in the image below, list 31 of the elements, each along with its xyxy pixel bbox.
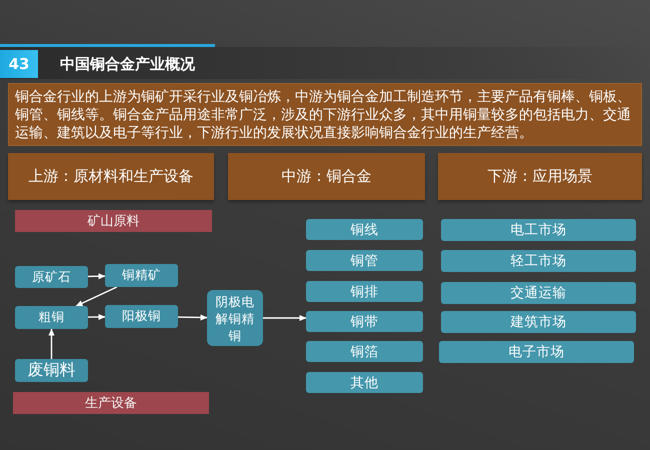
process-box: 原矿石 xyxy=(15,266,88,288)
arrow xyxy=(263,315,306,321)
column-header: 上游：原材料和生产设备 xyxy=(8,153,214,200)
product-box: 铜箔 xyxy=(306,341,423,362)
product-box: 铜管 xyxy=(306,250,423,271)
arrow xyxy=(88,273,106,280)
process-box: 粗铜 xyxy=(15,306,88,329)
process-box: 废铜料 xyxy=(15,359,88,382)
market-box: 交通运输 xyxy=(441,282,636,304)
product-box: 其他 xyxy=(306,372,423,393)
market-box: 轻工市场 xyxy=(441,250,636,272)
slide-number: 43 xyxy=(0,50,38,78)
arrow xyxy=(88,314,106,320)
process-box: 阳极铜 xyxy=(105,305,178,328)
slide-title: 中国铜合金产业概况 xyxy=(60,55,195,74)
process-box: 阴极电解铜精铜 xyxy=(207,290,263,346)
product-box: 铜线 xyxy=(306,219,423,240)
market-box: 建筑市场 xyxy=(441,311,636,333)
category-band: 生产设备 xyxy=(13,392,209,414)
product-box: 铜排 xyxy=(306,281,423,302)
category-band: 矿山原料 xyxy=(15,210,212,232)
column-header: 中游：铜合金 xyxy=(228,153,425,200)
column-header: 下游：应用场景 xyxy=(438,153,642,200)
arrow xyxy=(178,314,208,320)
process-box: 铜精矿 xyxy=(105,264,178,287)
arrow xyxy=(76,286,118,307)
product-box: 铜带 xyxy=(306,311,423,332)
arrow xyxy=(48,328,54,359)
market-box: 电工市场 xyxy=(441,219,636,241)
market-box: 电子市场 xyxy=(439,341,634,363)
intro-text-box: 铜合金行业的上游为铜矿开采行业及铜冶炼，中游为铜合金加工制造环节，主要产品有铜棒、铜板、铜管、铜线等。铜合金产品用途非常广泛，涉及的下游行业众多，其中用铜量较多的包括电力、交通运输、建筑以及电子等行业，下游行业的发展状况直接影响铜合金行业的生产经营。 xyxy=(8,83,642,146)
